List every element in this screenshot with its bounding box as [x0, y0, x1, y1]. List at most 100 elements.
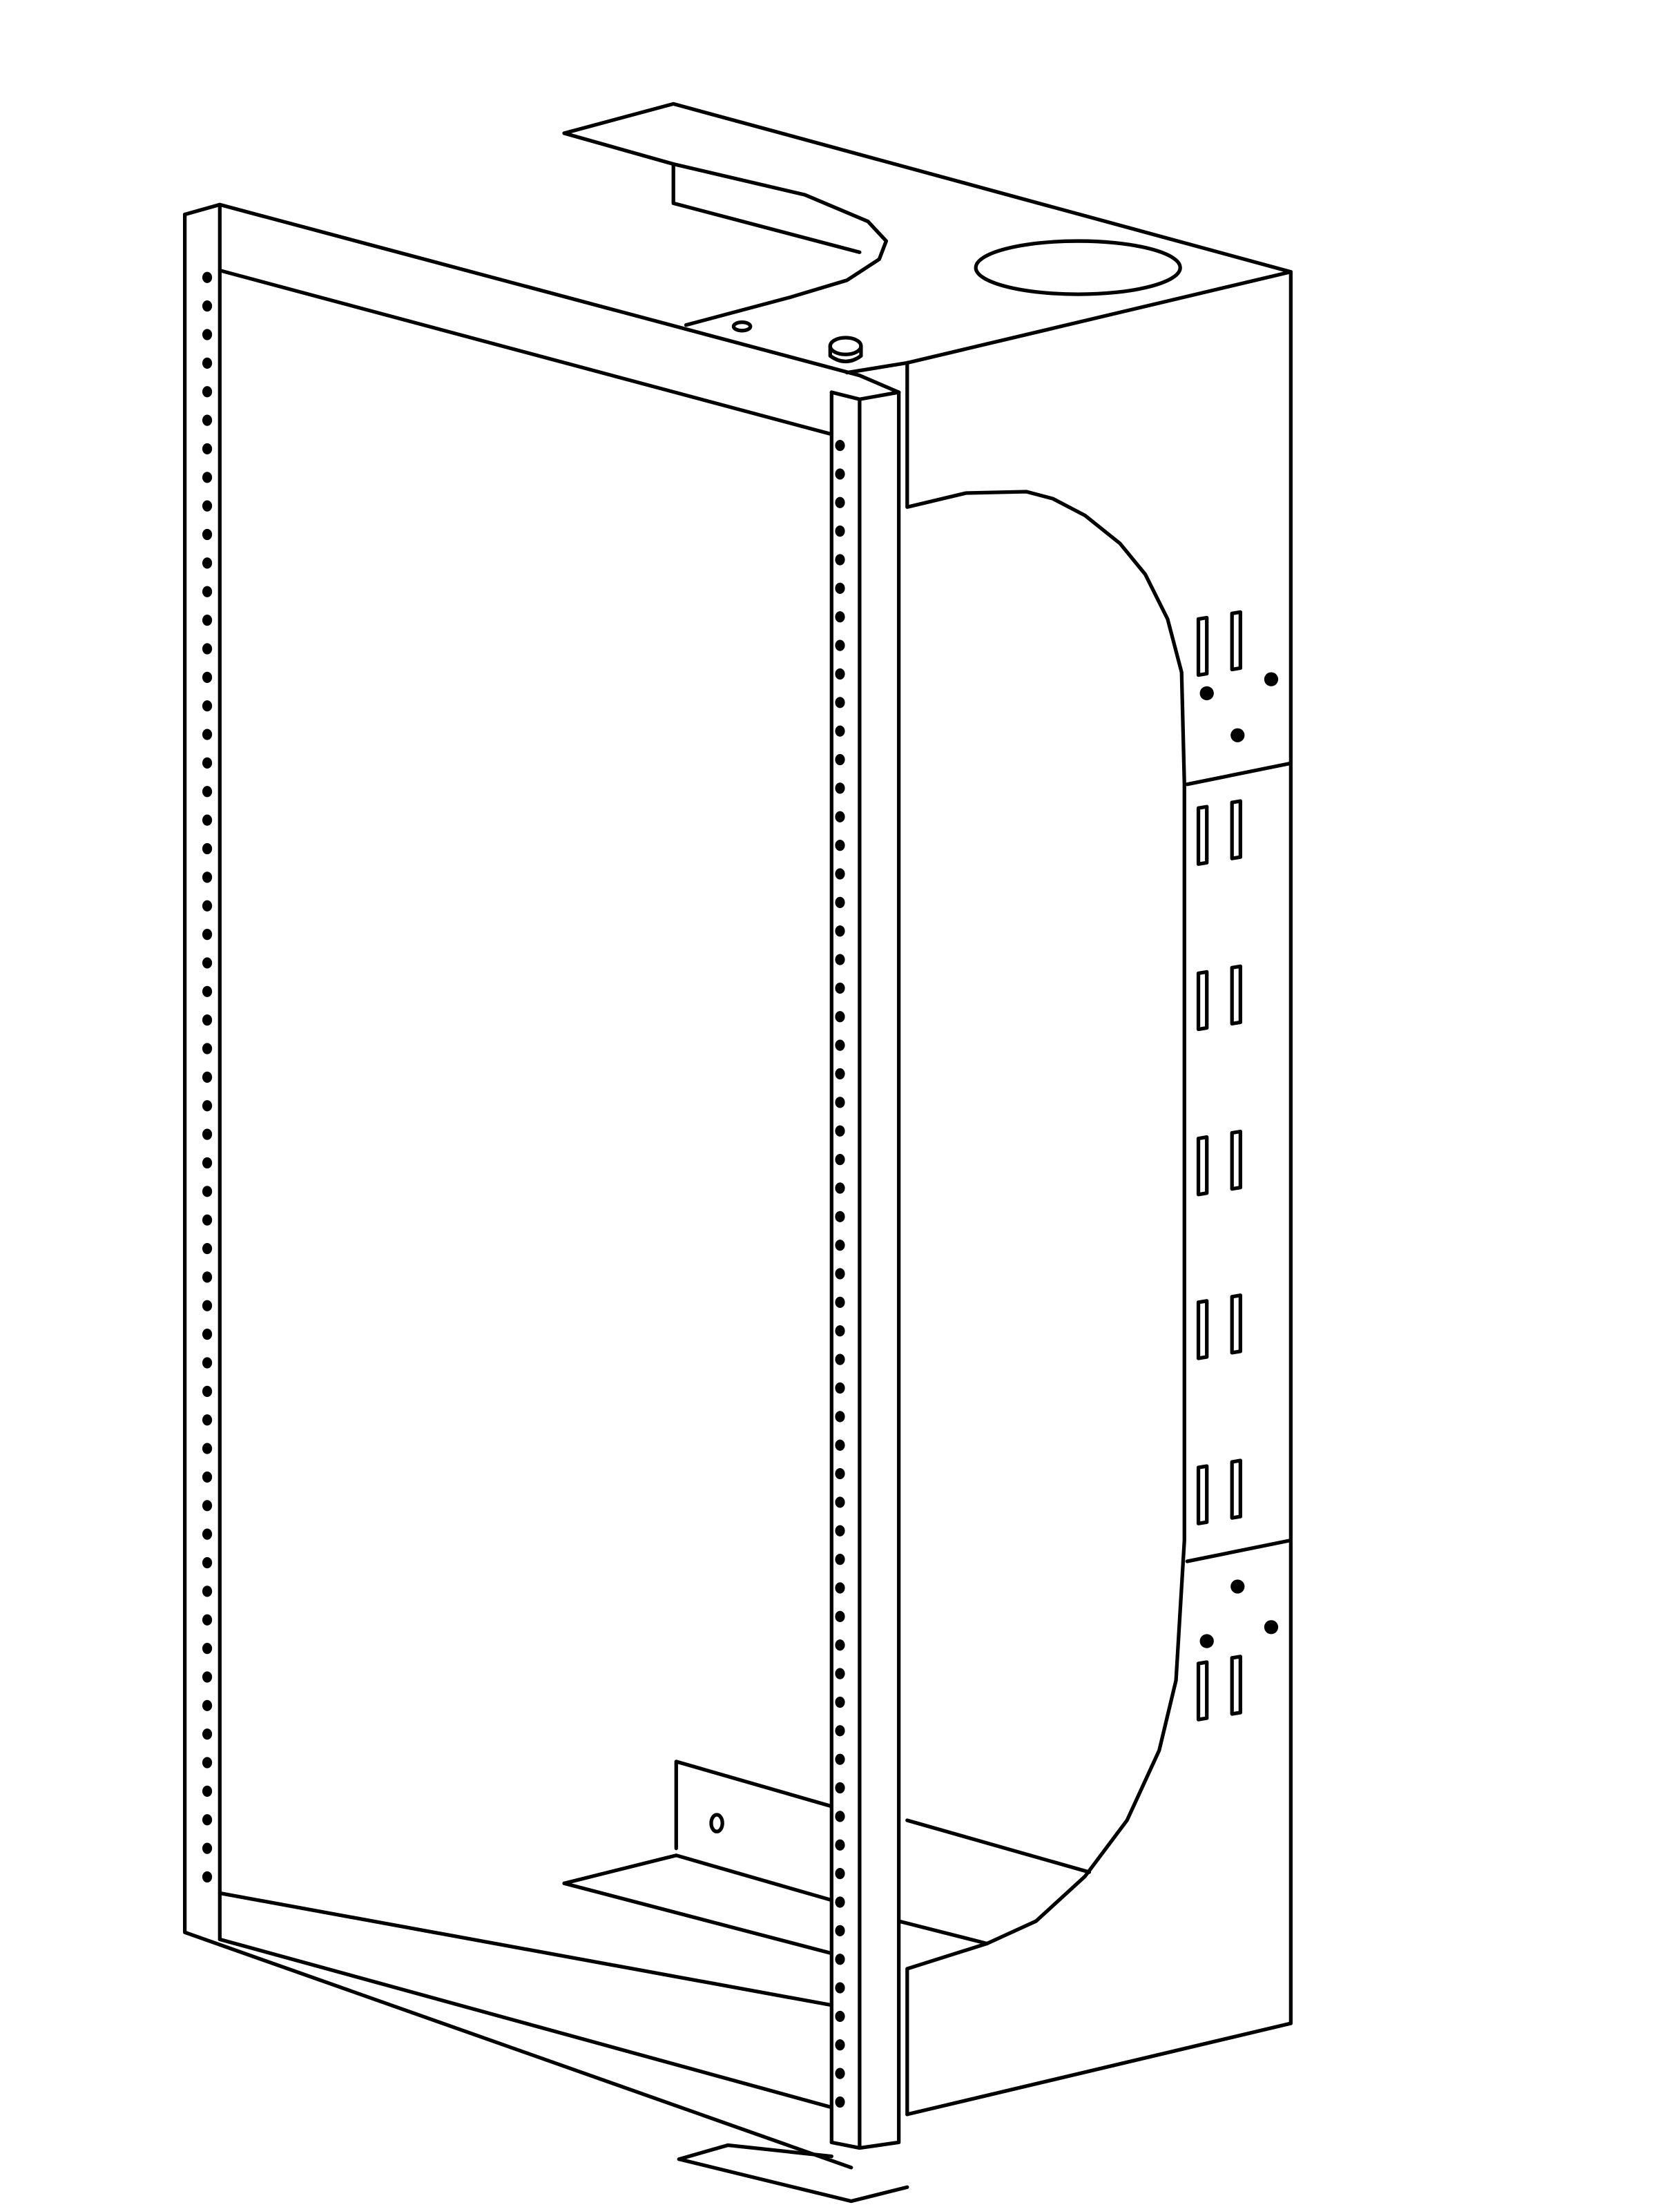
rail-hole [835, 2096, 845, 2108]
rail-hole [835, 753, 845, 766]
rail-hole [202, 1814, 213, 1826]
rail-hole [835, 954, 845, 965]
rail-hole [835, 468, 845, 480]
mounting-holes [1199, 672, 1279, 1648]
rail-hole [202, 1357, 213, 1369]
rail-hole [202, 928, 213, 941]
rail-hole [835, 611, 845, 623]
cable-hole [974, 239, 1182, 296]
rail-hole [835, 725, 845, 737]
slot [1230, 964, 1243, 1026]
rail-hole [202, 472, 213, 483]
rail-hole [202, 814, 213, 826]
rail-hole [202, 842, 213, 855]
rail-hole [835, 1610, 845, 1622]
slot [1230, 1293, 1243, 1355]
rail-hole [835, 1811, 845, 1822]
rail-hole [835, 1896, 845, 1908]
rail-hole [202, 1157, 213, 1169]
rail-hole [835, 554, 845, 566]
rail-hole [835, 1240, 845, 1251]
rail-hole [202, 1671, 213, 1683]
rail-hole [835, 840, 845, 851]
rail-hole [835, 1668, 845, 1679]
rail-hole [835, 1925, 845, 1936]
rail-hole [835, 896, 845, 908]
rail-hole [202, 271, 213, 283]
rail-hole [202, 1699, 213, 1711]
rail-hole [835, 1696, 845, 1708]
slot [1230, 610, 1243, 672]
rail-hole [835, 1782, 845, 1794]
slot [1230, 799, 1243, 860]
rail-hole [202, 1500, 213, 1512]
slot [1196, 615, 1209, 677]
rail-hole [202, 586, 213, 597]
rail-hole [835, 1954, 845, 1965]
rail-hole [835, 439, 845, 452]
rail-hole [835, 1153, 845, 1166]
rail-hole [202, 786, 213, 798]
rail-hole [202, 557, 213, 569]
rail-hole [835, 1868, 845, 1880]
rail-hole [202, 1785, 213, 1798]
slot [1230, 1458, 1243, 1520]
rail-hole [202, 1271, 213, 1283]
rail-hole [835, 1467, 845, 1480]
rail-hole [835, 811, 845, 822]
rail-hole [835, 1439, 845, 1451]
rail-hole [202, 1014, 213, 1026]
rail-hole [202, 1443, 213, 1454]
rail-hole [835, 1496, 845, 1508]
rail-hole [835, 782, 845, 794]
slot [1196, 1299, 1209, 1360]
rail-hole [202, 1614, 213, 1626]
rail-hole [202, 1071, 213, 1083]
rail-hole [835, 1554, 845, 1565]
rail-hole [835, 1753, 845, 1765]
rail-hole [202, 1728, 213, 1740]
rail-hole [202, 1300, 213, 1311]
rail-hole [202, 386, 213, 398]
rail-hole [835, 639, 845, 651]
rail-hole [202, 757, 213, 769]
rail-hole [202, 985, 213, 997]
rail-hole [202, 671, 213, 683]
rail-hole [835, 982, 845, 994]
rail-hole [202, 1214, 213, 1226]
rail-hole [202, 700, 213, 712]
rail-hole [202, 1128, 213, 1140]
rail-hole [835, 2068, 845, 2079]
rail-hole [835, 1097, 845, 1108]
slot [1196, 1464, 1209, 1525]
slot [1196, 970, 1209, 1032]
slot [1230, 1655, 1243, 1716]
rail-hole [202, 1100, 213, 1112]
rack-rail-holes [202, 271, 845, 2108]
rail-hole [835, 1525, 845, 1536]
rail-hole [202, 1842, 213, 1854]
rail-hole [202, 1385, 213, 1397]
rail-hole [202, 1186, 213, 1197]
rail-hole [202, 1471, 213, 1483]
rail-hole [202, 614, 213, 626]
rail-hole [202, 414, 213, 426]
bottom-tray [562, 1760, 1092, 2204]
rail-hole [835, 1039, 845, 1051]
rail-hole [202, 1329, 213, 1340]
rail-hole [202, 1043, 213, 1054]
rail-hole [835, 497, 845, 508]
rail-hole [202, 443, 213, 455]
top-plate [562, 102, 1293, 375]
rail-hole [835, 668, 845, 680]
rail-hole [835, 582, 845, 594]
rail-hole [202, 1414, 213, 1426]
rail-hole [835, 2010, 845, 2023]
rail-hole [835, 1839, 845, 1851]
rail-hole [202, 957, 213, 969]
mounting-slots [1196, 610, 1243, 1722]
rail-hole [835, 1296, 845, 1309]
rail-hole [202, 1586, 213, 1597]
rail-hole [202, 871, 213, 883]
